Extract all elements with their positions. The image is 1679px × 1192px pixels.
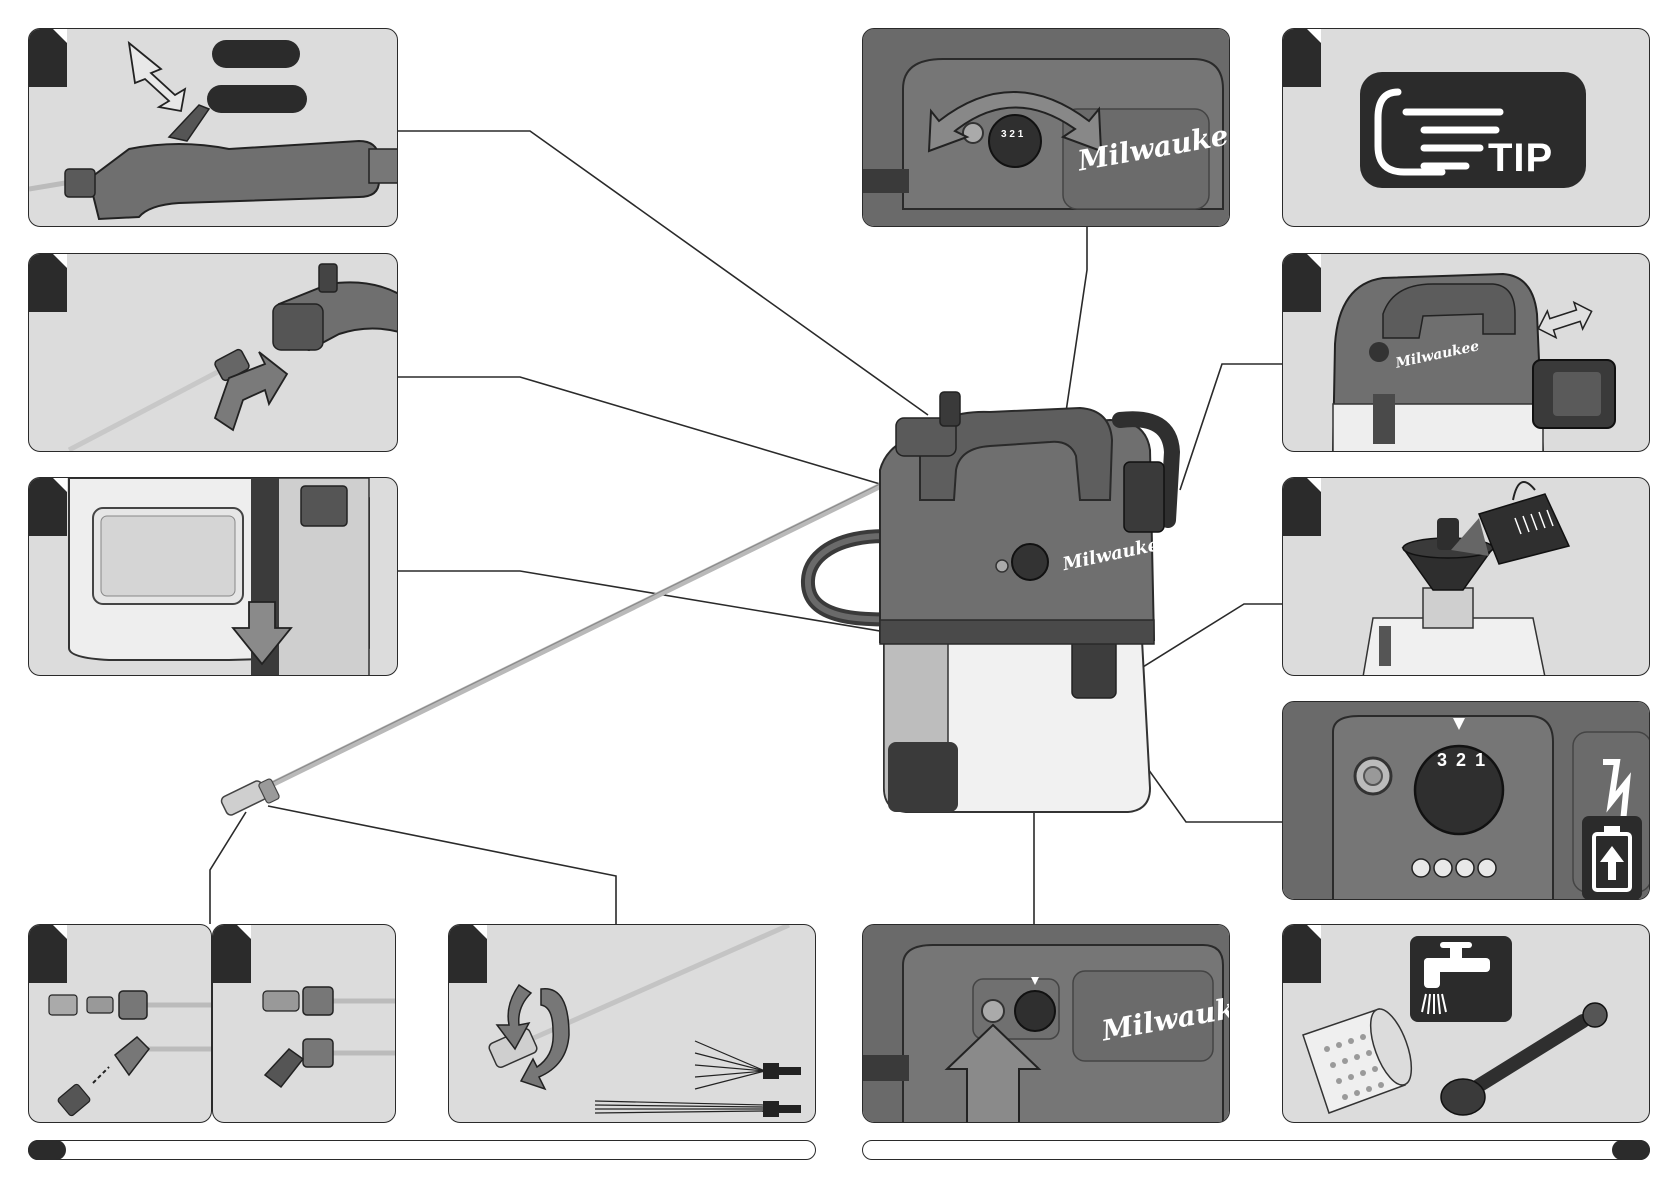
step-panel-pressure-dial: 3 2 1 Milwaukee (862, 28, 1230, 227)
tank-body (884, 618, 1150, 812)
page-marker-right (1612, 1140, 1650, 1160)
battery-pack (1124, 462, 1164, 532)
step-number-tab (1283, 29, 1321, 87)
motor-housing (880, 392, 1172, 644)
dial-marks: 3 2 1 (1437, 750, 1487, 771)
page-marker-left (28, 1140, 66, 1160)
step-panel-fill-tank (1282, 477, 1650, 676)
page-bar-left (28, 1140, 816, 1160)
step-panel-nozzle-remove (28, 924, 212, 1123)
spray-fan-icon (695, 1041, 765, 1089)
nozzle (220, 778, 280, 817)
step-panel-wand-connect (28, 253, 398, 452)
step-panel-prime-button: Milwaukee (862, 924, 1230, 1123)
battery-charge-icon (1582, 816, 1642, 900)
step-panel-trigger-lock (28, 28, 398, 227)
pressure-dial (1012, 544, 1048, 580)
filter-cylinder (1303, 1004, 1420, 1113)
faucet-icon (1410, 936, 1512, 1022)
double-arrow-icon (129, 43, 185, 111)
measuring-jug-icon (1479, 482, 1569, 564)
spray-jet-icon (595, 1101, 765, 1113)
tip-label: TIP (1488, 138, 1553, 178)
spray-handle (89, 141, 379, 219)
page-bar-right (862, 1140, 1650, 1160)
step-panel-nozzle-angle (212, 924, 396, 1123)
prime-button (982, 1000, 1004, 1022)
double-arrow-icon (1534, 298, 1596, 342)
wand-rod (69, 366, 229, 450)
step-panel-spray-pattern (448, 924, 816, 1123)
pressure-dial-closeup (989, 115, 1041, 167)
step-panel-strap (28, 477, 398, 676)
dial-marks: 3 2 1 (1001, 129, 1023, 140)
step-panel-battery-insert: Milwaukee (1282, 253, 1650, 452)
